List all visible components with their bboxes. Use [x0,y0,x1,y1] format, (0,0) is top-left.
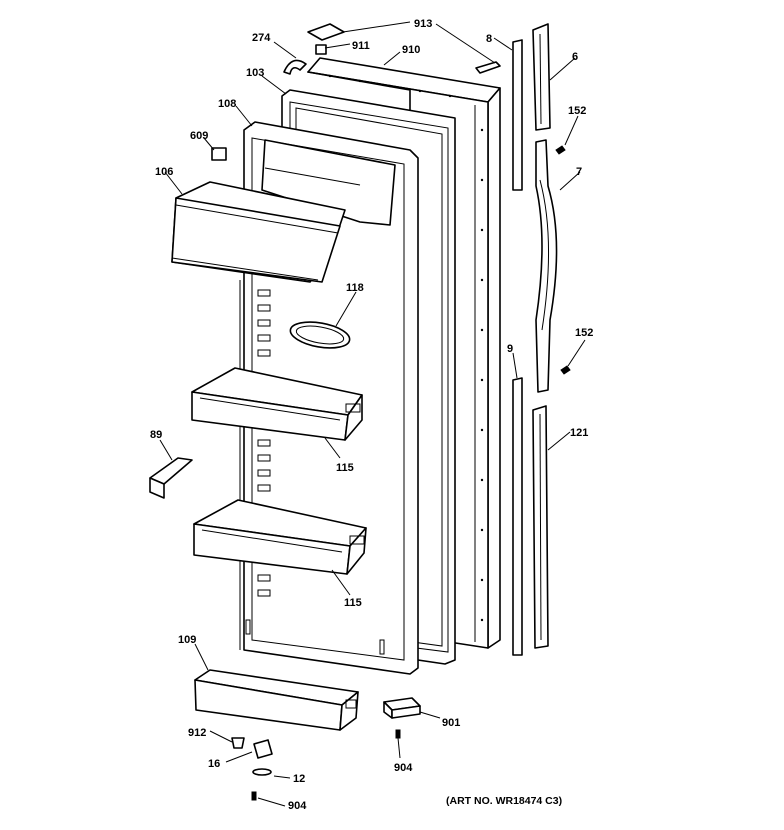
oval-trim [289,321,351,349]
callout-912: 912 [188,727,206,739]
callout-118: 118 [346,282,364,294]
callout-115-upper: 115 [336,462,354,474]
callout-106: 106 [155,166,173,178]
trim-8 [512,39,523,191]
callout-9: 9 [507,343,513,355]
callout-913: 913 [414,18,432,30]
cap-6 [532,23,551,131]
callout-609: 609 [190,130,208,142]
callout-109: 109 [178,634,196,646]
hinge-cover-274 [283,59,307,75]
callout-12: 12 [293,773,305,785]
hinge-16 [253,739,273,759]
trim-strip-913 [475,61,501,74]
bottom-door-bin [194,669,359,731]
clip-609 [211,147,227,161]
screw-904-lower [251,791,257,801]
trim-9 [512,377,523,656]
washer-12 [252,768,272,776]
handle-7 [535,139,558,393]
callout-901: 901 [442,717,460,729]
callout-89: 89 [150,429,162,441]
callout-274: 274 [252,32,271,44]
screw-152-lower [560,365,571,375]
screw-152-upper [555,145,566,155]
callout-108: 108 [218,98,236,110]
air-duct-89 [149,457,193,499]
callout-910: 910 [402,44,420,56]
cap-912 [231,737,245,749]
callout-152-lower: 152 [575,327,593,339]
callout-103: 103 [246,67,264,79]
callout-121: 121 [570,427,588,439]
leader-lines [159,21,586,807]
callout-911: 911 [352,40,370,52]
door-shelf-lower [193,499,367,575]
callout-904-upper: 904 [394,762,413,774]
callout-6: 6 [572,51,578,63]
callout-7: 7 [576,166,582,178]
callout-8: 8 [486,33,492,45]
cover-901 [383,697,421,719]
dairy-compartment-door [171,181,346,283]
handle-strip-121 [532,405,549,649]
callout-904-lower: 904 [288,800,307,812]
callouts: 913 274 911 910 8 6 103 108 152 609 106 … [150,18,593,812]
callout-16: 16 [208,758,220,770]
art-number: (ART NO. WR18474 C3) [446,795,562,807]
callout-152-upper: 152 [568,105,586,117]
door-shelf-upper [191,367,363,441]
screw-904-upper [395,729,401,739]
callout-115-lower: 115 [344,597,362,609]
hinge-part-913-top [307,23,345,41]
hinge-bushing-911 [315,44,327,55]
